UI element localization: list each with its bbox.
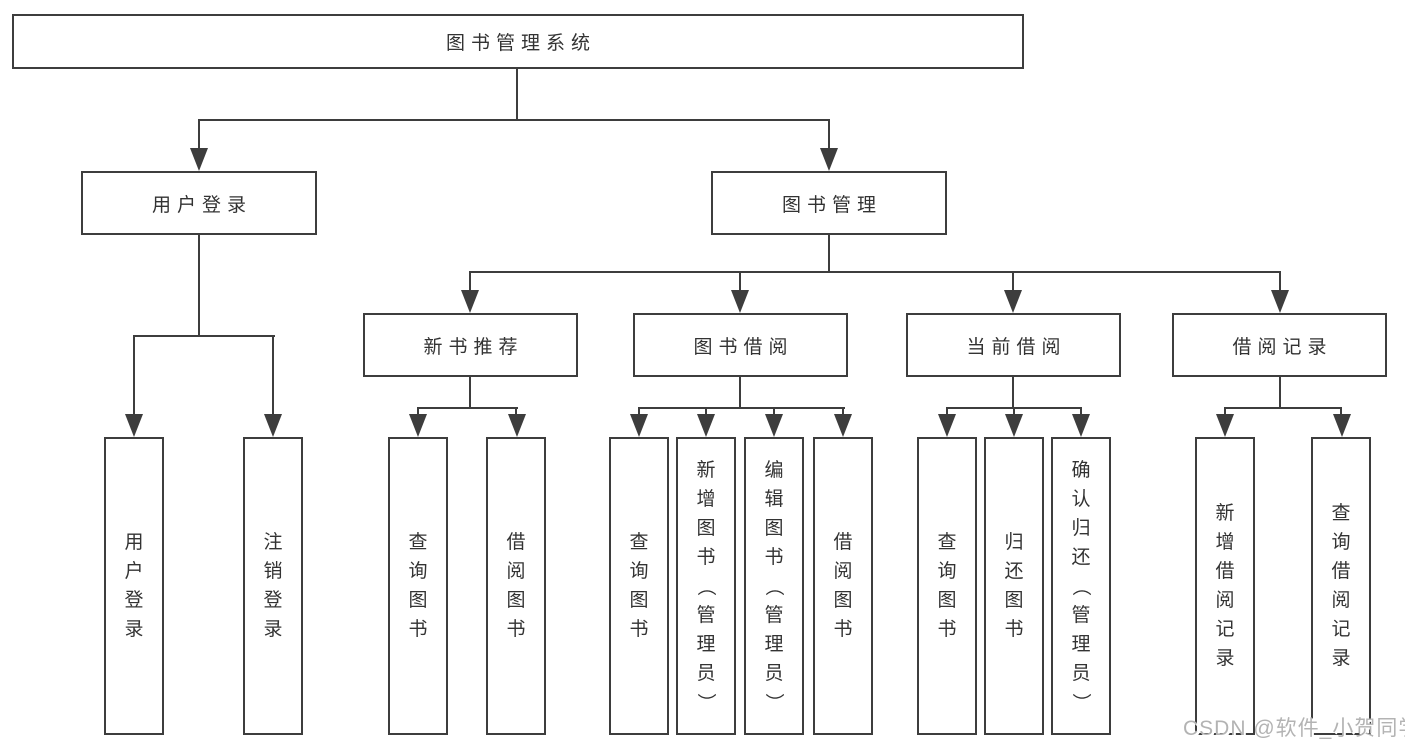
arrowhead-down-icon xyxy=(190,148,208,171)
connector-line xyxy=(1224,407,1226,417)
node-current-borrow: 当前借阅 xyxy=(906,313,1121,377)
connector-line xyxy=(739,377,741,409)
arrowhead-down-icon xyxy=(1333,414,1351,437)
connector-line xyxy=(1013,407,1015,417)
node-book-management: 图书管理 xyxy=(711,171,947,235)
arrowhead-down-icon xyxy=(834,414,852,437)
connector-line xyxy=(705,407,707,417)
connector-line xyxy=(198,235,200,337)
connector-line xyxy=(828,119,830,152)
node-leaf-borrow-query-books: 查询图书 xyxy=(609,437,669,735)
connector-line xyxy=(469,271,1281,273)
connector-line xyxy=(1340,407,1342,417)
node-leaf-borrow-edit-books: 编辑图书（管理员） xyxy=(744,437,804,735)
arrowhead-down-icon xyxy=(125,414,143,437)
node-leaf-current-confirm-return: 确认归还（管理员） xyxy=(1051,437,1111,735)
connector-line xyxy=(773,407,775,417)
connector-line xyxy=(198,119,830,121)
connector-line xyxy=(515,407,517,417)
connector-line xyxy=(272,335,274,418)
csdn-watermark: CSDN @软件_小贺同学 xyxy=(1183,717,1405,740)
node-leaf-logout: 注销登录 xyxy=(243,437,303,735)
connector-line xyxy=(417,407,518,409)
arrowhead-down-icon xyxy=(630,414,648,437)
node-leaf-records-add: 新增借阅记录 xyxy=(1195,437,1255,735)
arrowhead-down-icon xyxy=(461,290,479,313)
connector-line xyxy=(638,407,640,417)
node-borrow-records: 借阅记录 xyxy=(1172,313,1387,377)
arrowhead-down-icon xyxy=(731,290,749,313)
node-leaf-borrow-borrow-books: 借阅图书 xyxy=(813,437,873,735)
arrowhead-down-icon xyxy=(1271,290,1289,313)
node-leaf-user-login: 用户登录 xyxy=(104,437,164,735)
arrowhead-down-icon xyxy=(508,414,526,437)
connector-line xyxy=(1224,407,1342,409)
arrowhead-down-icon xyxy=(765,414,783,437)
arrowhead-down-icon xyxy=(1216,414,1234,437)
connector-line xyxy=(1012,377,1014,409)
connector-line xyxy=(133,335,135,418)
node-leaf-rec-borrow-books: 借阅图书 xyxy=(486,437,546,735)
connector-line xyxy=(842,407,844,417)
connector-line xyxy=(469,271,471,295)
node-root: 图书管理系统 xyxy=(12,14,1024,69)
arrowhead-down-icon xyxy=(938,414,956,437)
connector-line xyxy=(469,377,471,409)
connector-line xyxy=(1279,271,1281,295)
connector-line xyxy=(1080,407,1082,417)
connector-line xyxy=(1279,377,1281,409)
node-leaf-rec-query-books: 查询图书 xyxy=(388,437,448,735)
arrowhead-down-icon xyxy=(697,414,715,437)
node-book-borrow: 图书借阅 xyxy=(633,313,848,377)
connector-line xyxy=(638,407,845,409)
arrowhead-down-icon xyxy=(264,414,282,437)
connector-line xyxy=(946,407,948,417)
node-new-book-recommend: 新书推荐 xyxy=(363,313,578,377)
node-leaf-records-query: 查询借阅记录 xyxy=(1311,437,1371,735)
connector-line xyxy=(198,119,200,152)
node-leaf-current-query-books: 查询图书 xyxy=(917,437,977,735)
arrowhead-down-icon xyxy=(820,148,838,171)
arrowhead-down-icon xyxy=(1072,414,1090,437)
arrowhead-down-icon xyxy=(1004,290,1022,313)
node-leaf-current-return-books: 归还图书 xyxy=(984,437,1044,735)
connector-line xyxy=(828,235,830,273)
connector-line xyxy=(1012,271,1014,295)
connector-line xyxy=(133,335,275,337)
node-user-login: 用户登录 xyxy=(81,171,317,235)
connector-line xyxy=(739,271,741,295)
connector-line xyxy=(417,407,419,417)
connector-line xyxy=(516,69,518,121)
arrowhead-down-icon xyxy=(1005,414,1023,437)
node-leaf-borrow-add-books: 新增图书（管理员） xyxy=(676,437,736,735)
arrowhead-down-icon xyxy=(409,414,427,437)
